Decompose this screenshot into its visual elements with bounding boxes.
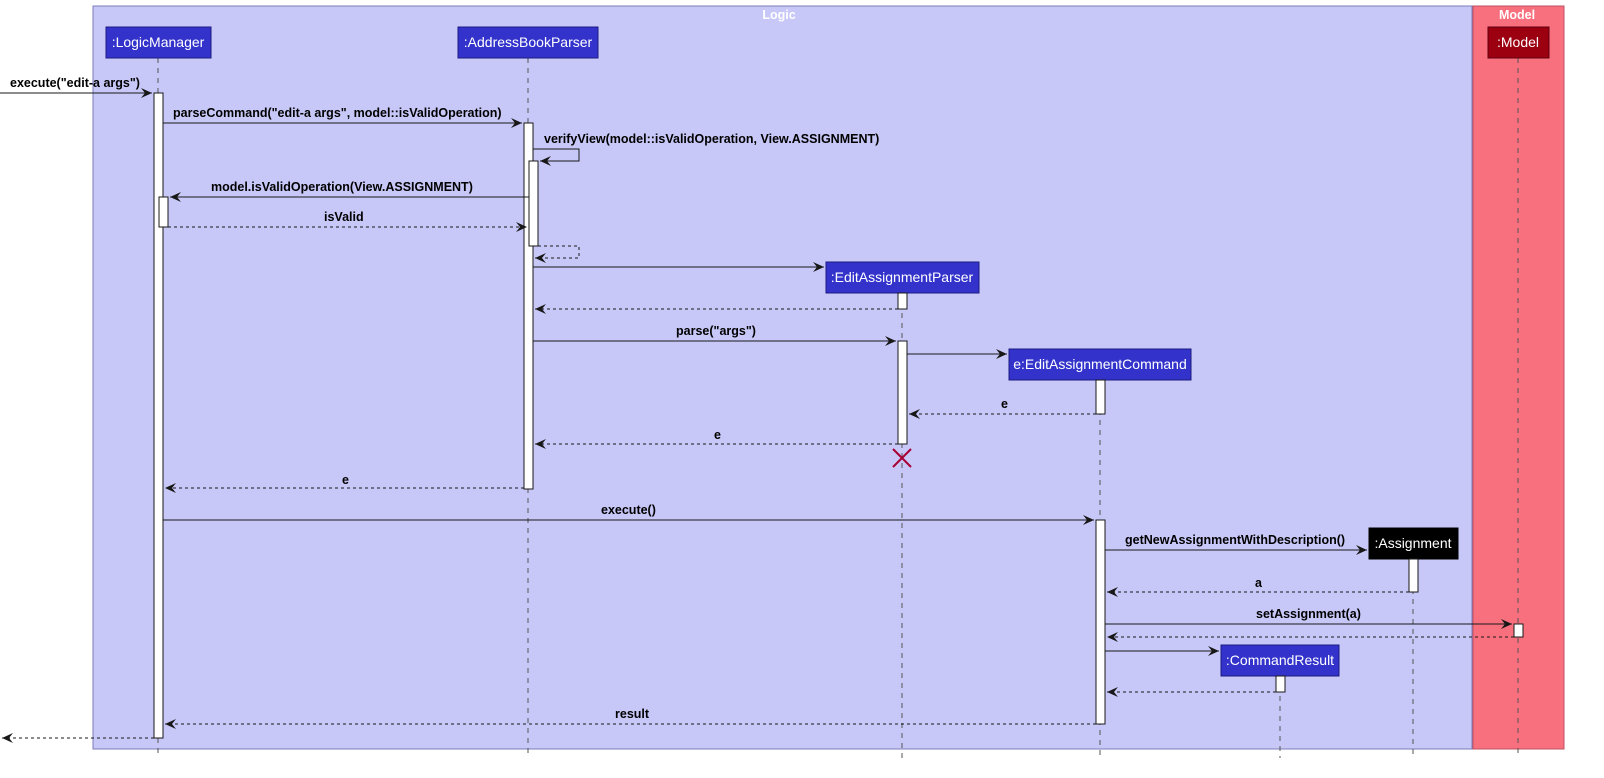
label-is-valid-return: isValid [324,210,364,224]
activation-model [1513,623,1524,638]
svg-text::EditAssignmentParser: :EditAssignmentParser [831,269,974,285]
svg-text::CommandResult: :CommandResult [1226,652,1334,668]
label-get-new-assignment: getNewAssignmentWithDescription() [1125,533,1345,547]
svg-text::Assignment: :Assignment [1374,535,1451,551]
arrow-verify-view [533,148,580,166]
activation-command-result [1275,675,1286,693]
label-return-e-logic: e [342,473,349,487]
label-parse-command: parseCommand("edit-a args", model::isVal… [173,106,502,120]
svg-text::Model: :Model [1497,34,1539,50]
label-return-e-parser: e [714,428,721,442]
svg-text::LogicManager: :LogicManager [112,34,205,50]
model-group-box [1472,5,1565,750]
participant-address-book-parser: :AddressBookParser [457,26,599,59]
label-set-assignment: setAssignment(a) [1256,607,1361,621]
model-group-title: Model [1499,8,1535,22]
label-parse-args: parse("args") [676,324,756,338]
svg-text:e:EditAssignmentCommand: e:EditAssignmentCommand [1013,356,1187,372]
participant-command-result: :CommandResult [1220,644,1340,677]
destroy-mark [892,448,912,468]
logic-group-box [92,5,1473,750]
label-execute-input: execute("edit-a args") [10,76,140,90]
activation-address-book-parser [523,122,534,490]
activation-edit-assignment-parser-create [897,292,908,310]
participant-logic-manager: :LogicManager [105,26,212,59]
activation-edit-assignment-command [1095,519,1106,725]
return-verify-view [535,245,580,263]
label-return-e-command: e [1001,397,1008,411]
label-execute-call: execute() [601,503,656,517]
activation-address-book-parser-nested [528,160,539,247]
activation-edit-assignment-parser [897,340,908,445]
label-is-valid-operation: model.isValidOperation(View.ASSIGNMENT) [211,180,473,194]
label-return-a: a [1255,576,1263,590]
logic-group-title: Logic [762,8,795,22]
participant-edit-assignment-command: e:EditAssignmentCommand [1008,348,1192,381]
participant-assignment: :Assignment [1368,527,1459,560]
svg-text::AddressBookParser: :AddressBookParser [464,34,593,50]
participant-model: :Model [1487,26,1550,59]
participant-edit-assignment-parser: :EditAssignmentParser [825,261,980,294]
activation-assignment [1408,558,1419,593]
label-verify-view: verifyView(model::isValidOperation, View… [544,132,879,146]
activation-logic-manager [153,92,164,739]
activation-logic-manager-nested [158,196,169,228]
activation-edit-assignment-command-create [1095,379,1106,415]
label-return-result: result [615,707,650,721]
